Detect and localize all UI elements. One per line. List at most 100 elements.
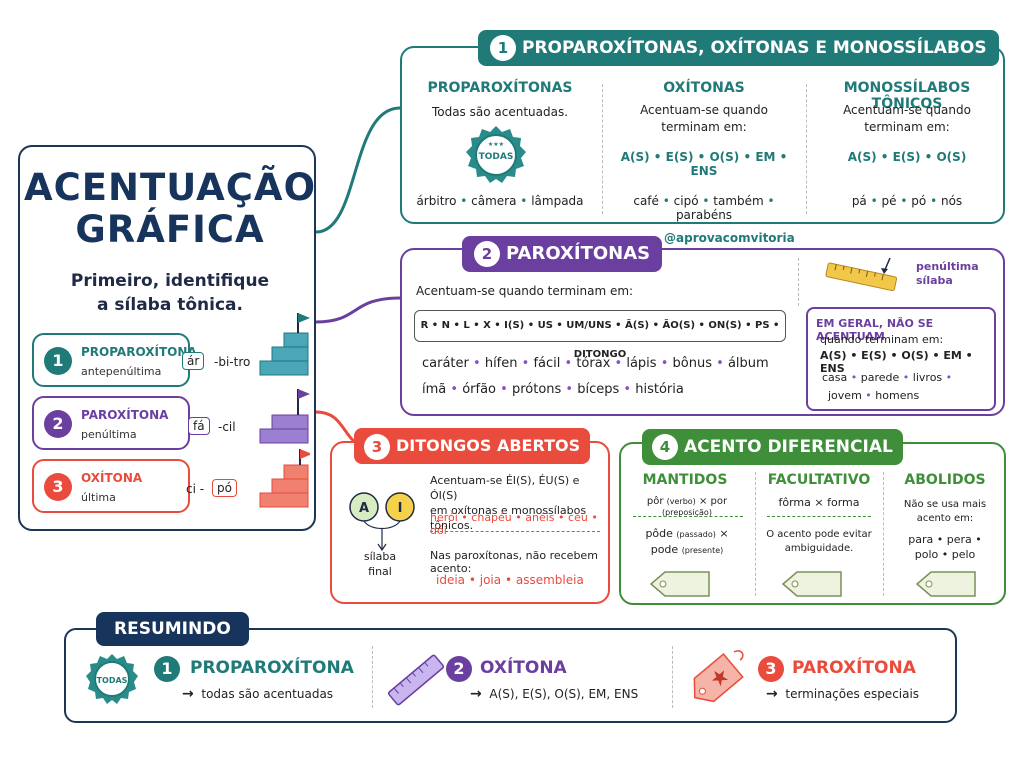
summary-name: PAROXÍTONA (792, 658, 916, 678)
tag-icon (915, 571, 976, 597)
stress-name: PROPAROXÍTONA (81, 345, 197, 359)
stress-card-paroxitona: 2 PAROXÍTONA penúltima (32, 396, 190, 450)
stress-number: 3 (44, 473, 72, 501)
sec2-intro: Acentuam-se quando terminam em: (416, 284, 634, 298)
price-tag-icon (693, 650, 744, 703)
divider (372, 646, 373, 708)
not-accented-box: EM GERAL, NÃO SE ACENTUAM quando termina… (806, 307, 996, 411)
syllable: -bi-tro (214, 355, 251, 369)
summary-name: OXÍTONA (480, 658, 567, 678)
summary-desc: → todas são acentuadas (182, 686, 334, 702)
ruler-icon (825, 258, 898, 292)
col-heading-mantidos: MANTIDOS (642, 472, 728, 488)
summary-number: 1 (154, 656, 180, 682)
stairs-icon (259, 449, 310, 508)
stairs-icon (259, 313, 310, 376)
section-number: 2 (474, 241, 500, 267)
title-line-1: ACENTUAÇÃO (23, 166, 317, 209)
main-subtitle: Primeiro, identifique a sílaba tônica. (20, 269, 320, 317)
divider (430, 531, 600, 532)
paroxytone-diphthong-examples: ideia • joia • assembleia (436, 573, 584, 587)
stairs-icon (259, 389, 310, 444)
section-3-title: 3 DITONGOS ABERTOS (354, 428, 591, 464)
stress-card-oxitona: 3 OXÍTONA última (32, 459, 190, 513)
sec3-text: Acentuam-se ÉI(S), ÉU(S) e ÓI(S)em oxíto… (430, 474, 587, 532)
abolidos-examples: para • pera •polo • pelo (908, 533, 982, 561)
divider (798, 258, 799, 306)
proparoxitonas-examples: árbitro • câmera • lâmpada (416, 194, 584, 208)
summary-name: PROPAROXÍTONA (190, 658, 354, 678)
col-heading-proparoxitonas: PROPAROXÍTONAS (427, 80, 573, 96)
mantidos-line1: pôr (verbo) × por (preposição) (646, 496, 728, 517)
divider (602, 84, 603, 214)
divider (672, 646, 673, 708)
vowel-a: A (359, 501, 369, 516)
summary-desc: → A(S), E(S), O(S), EM, ENS (470, 686, 639, 702)
sec3-text-2: Nas paroxítonas, não recebem acento: (430, 549, 598, 575)
not-accented-examples-row2: jovem • homens (828, 389, 920, 402)
section-number: 4 (652, 434, 678, 460)
stress-desc: antepenúltima (81, 365, 162, 378)
col-heading-facultativo: FACULTATIVO (767, 472, 871, 488)
not-accented-title: EM GERAL, NÃO SE ACENTUAM (816, 317, 934, 343)
todas-badge-icon: TODAS (86, 654, 138, 704)
stress-number: 2 (44, 410, 72, 438)
badge-label: TODAS (97, 676, 128, 685)
tag-icon (649, 571, 710, 597)
section-1-card: PROPAROXÍTONAS Todas são acentuadas. TOD… (400, 46, 1005, 224)
main-card: ACENTUAÇÃO GRÁFICA Primeiro, identifique… (18, 145, 316, 531)
section-title-text: PROPAROXÍTONAS, OXÍTONAS E MONOSSÍLABOS (522, 38, 987, 58)
not-accented-examples-row1: casa • parede • livros • (822, 371, 953, 384)
stress-desc: penúltima (81, 428, 137, 441)
paroxitonas-examples-row1: caráter • hífen • fácil • tórax • lápis … (422, 356, 769, 371)
divider (755, 472, 756, 596)
stress-card-proparoxitona: 1 PROPAROXÍTONA antepenúltima (32, 333, 197, 387)
author-handle: @aprovacomvitoria (664, 231, 795, 245)
not-accented-endings: A(S) • E(S) • O(S) • EM • ENS (820, 349, 973, 375)
summary-number: 3 (758, 656, 784, 682)
not-accented-text: quando terminam em: (820, 333, 944, 346)
subtitle-line-1: Primeiro, identifique (70, 271, 270, 291)
col-text: Todas são acentuadas. (431, 105, 569, 119)
section-number: 3 (364, 433, 390, 460)
col-heading-oxitonas: OXÍTONAS (663, 80, 745, 96)
main-title: ACENTUAÇÃO GRÁFICA (20, 167, 320, 251)
col-heading-abolidos: ABOLIDOS (904, 472, 986, 488)
divider (806, 84, 807, 214)
stressed-syllable: ár (182, 352, 205, 370)
summary-title: RESUMINDO (96, 612, 249, 646)
open-diphthong-examples: herói • chapéu • anéis • céu • dói (430, 511, 598, 537)
stressed-syllable: pó (212, 479, 237, 497)
syllable: ci - (186, 482, 205, 496)
summary-desc: → terminações especiais (766, 686, 920, 702)
monossilabos-endings: A(S) • E(S) • O(S) (847, 150, 967, 164)
stress-number: 1 (44, 347, 72, 375)
paroxitonas-endings: R • N • L • X • I(S) • US • UM/UNS • Ã(S… (414, 310, 786, 360)
mantidos-lines: pôde (passado) × pode (presente) (645, 527, 729, 556)
title-line-2: GRÁFICA (75, 208, 265, 251)
svg-text:★★★: ★★★ (488, 141, 504, 148)
subtitle-line-2: a sílaba tônica. (97, 295, 243, 315)
vowel-i: I (398, 501, 403, 516)
section-title-text: PAROXÍTONAS (506, 243, 651, 264)
divider (883, 472, 884, 596)
diphthong-diagram: A I (349, 492, 415, 552)
oxitonas-endings: A(S) • E(S) • O(S) • EM • ENS (620, 150, 788, 178)
section-title-text: DITONGOS ABERTOS (396, 436, 581, 455)
stress-name: PAROXÍTONA (81, 408, 169, 422)
paroxitonas-examples-row2: ímã • órfão • prótons • bíceps • históri… (422, 382, 684, 397)
section-number: 1 (490, 35, 516, 61)
facultativo-line1: fôrma × forma (778, 496, 860, 509)
divider (767, 516, 871, 517)
section-2-title: 2 PAROXÍTONAS (462, 236, 663, 272)
summary-number: 2 (446, 656, 472, 682)
stressed-syllable: fá (188, 417, 210, 435)
